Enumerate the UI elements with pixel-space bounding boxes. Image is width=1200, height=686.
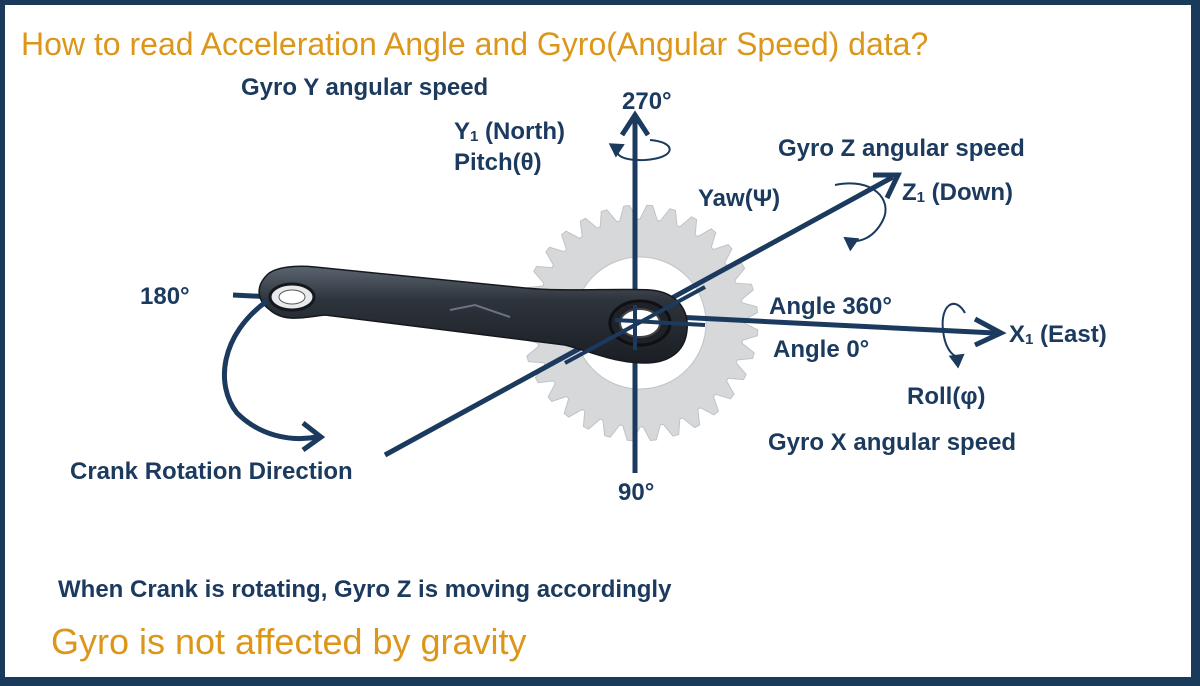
y1-north-label: Y1 (North) — [454, 118, 565, 145]
crank-direction-label: Crank Rotation Direction — [70, 458, 353, 485]
angle-180-label: 180° — [140, 283, 190, 310]
roll-label: Roll(φ) — [907, 383, 986, 410]
y-axis-arrowhead — [619, 110, 651, 137]
angle-90-label: 90° — [618, 479, 655, 506]
gyro-x-label: Gyro X angular speed — [768, 429, 1017, 456]
x1-direction: (East) — [1033, 321, 1107, 348]
crank-arm — [258, 265, 688, 364]
y1-subscript: 1 — [470, 128, 479, 145]
page-title: How to read Acceleration Angle and Gyro(… — [21, 26, 929, 62]
crank-rotation-arrow — [222, 298, 326, 453]
angle-270-label: 270° — [622, 88, 672, 115]
x-axis-arrowhead — [973, 316, 1007, 348]
gravity-note: Gyro is not affected by gravity — [51, 621, 527, 662]
crank-rotating-note: When Crank is rotating, Gyro Z is moving… — [58, 576, 672, 603]
y1-direction: (North) — [478, 118, 565, 145]
gyro-y-label: Gyro Y angular speed — [241, 74, 489, 101]
x1-subscript: 1 — [1025, 331, 1034, 348]
coordinate-diagram — [222, 110, 1007, 473]
z1-down-label: Z1 (Down) — [902, 179, 1013, 206]
pitch-rotation-icon — [608, 139, 671, 162]
x1-east-label: X1 (East) — [1009, 321, 1107, 348]
yaw-rotation-icon — [834, 182, 887, 252]
angle-360-label: Angle 360° — [769, 293, 892, 320]
gyro-z-label: Gyro Z angular speed — [778, 135, 1025, 162]
roll-rotation-icon — [941, 302, 966, 369]
z-axis-arrowhead — [873, 172, 902, 200]
yaw-label: Yaw(Ψ) — [698, 185, 781, 212]
z1-axis-name: Z — [902, 179, 917, 206]
y1-axis-name: Y — [454, 118, 471, 145]
z1-subscript: 1 — [916, 189, 926, 206]
pitch-label: Pitch(θ) — [454, 149, 542, 176]
z1-direction: (Down) — [925, 179, 1013, 206]
angle-0-label: Angle 0° — [773, 336, 870, 363]
x1-axis-name: X — [1009, 321, 1026, 348]
